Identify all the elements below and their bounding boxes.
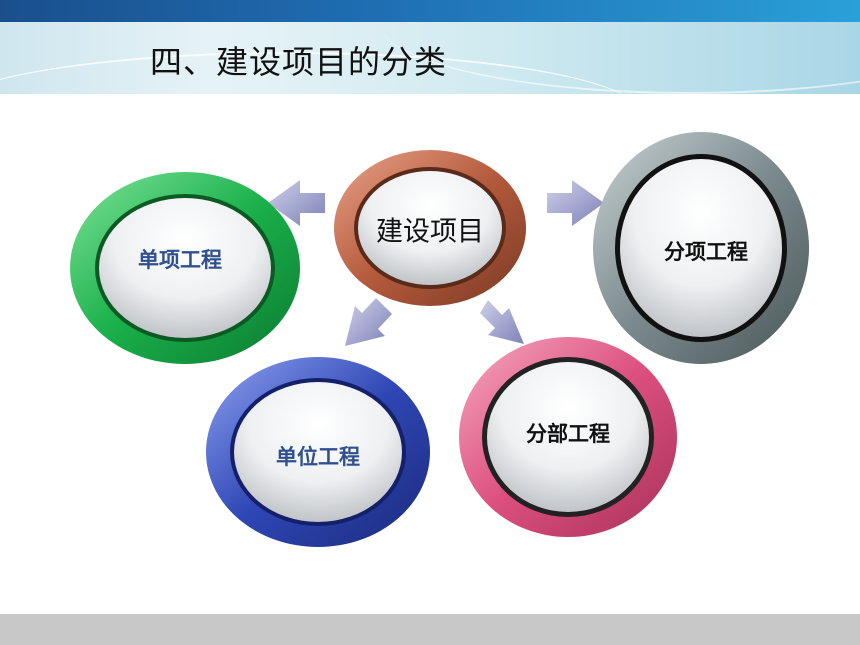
page-title: 四、建设项目的分类 <box>150 43 448 81</box>
node-single <box>70 172 300 364</box>
node-label-part: 分部工程 <box>526 422 610 446</box>
arrow-down-right <box>480 300 524 344</box>
arrow-left <box>268 180 325 226</box>
node-item <box>593 132 809 364</box>
node-label-item: 分项工程 <box>664 240 748 264</box>
arrow-down-left <box>345 298 392 346</box>
arrow-right <box>547 180 604 226</box>
node-label-unit: 单位工程 <box>276 445 360 469</box>
title-bar <box>0 22 860 94</box>
node-center <box>334 150 526 306</box>
node-part <box>459 337 677 537</box>
node-label-single: 单项工程 <box>138 248 222 272</box>
node-unit <box>206 357 430 547</box>
node-label-center: 建设项目 <box>376 216 484 248</box>
bottom-bar <box>0 614 860 645</box>
top-accent-strip <box>0 0 860 22</box>
